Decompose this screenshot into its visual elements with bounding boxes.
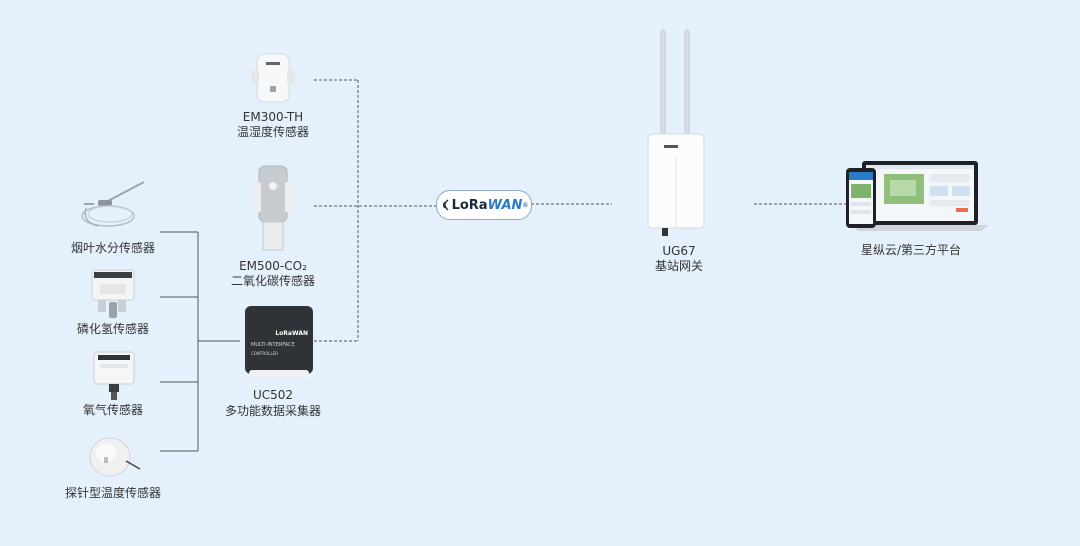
em500-co2-device-icon <box>253 165 293 251</box>
sensor-label-probe-temperature: 探针型温度传感器 <box>64 486 161 500</box>
lorawan-lo-text: LoRa <box>451 197 488 213</box>
uc502-face-controller: CONTROLLER <box>251 351 279 356</box>
device-desc-em500: 二氧化碳传感器 <box>230 274 315 288</box>
uc502-device-icon: LoRaWAN MULTI-INTERFACE CONTROLLER <box>245 306 313 378</box>
device-desc-uc502: 多功能数据采集器 <box>224 404 321 418</box>
em300-th-device-icon <box>251 53 295 103</box>
sensor-label-oxygen: 氧气传感器 <box>82 403 143 417</box>
lorawan-mark: ® <box>522 201 529 209</box>
gas-sensor-box-icon <box>91 269 135 318</box>
platform-label: 星纵云/第三方平台 <box>860 243 962 257</box>
device-model-uc502: UC502 <box>252 388 294 402</box>
probe-cable-sensor-icon <box>81 181 145 227</box>
platform-laptop-phone-icon <box>846 161 988 231</box>
sensor-label-phosphine: 磷化氢传感器 <box>76 322 149 336</box>
device-model-em300: EM300-TH <box>242 110 304 124</box>
lorawan-wan-text: WAN <box>487 197 523 213</box>
lora-wave-icon <box>442 199 449 211</box>
device-desc-em300: 温湿度传感器 <box>236 125 309 139</box>
probe-temperature-sensor-icon <box>89 437 141 477</box>
oxygen-sensor-box-icon <box>93 351 135 400</box>
gateway-model: UG67 <box>662 244 696 258</box>
gateway-desc: 基站网关 <box>654 259 703 273</box>
uc502-face-brand: LoRaWAN <box>275 330 308 337</box>
sensor-label-moisture: 烟叶水分传感器 <box>70 241 155 255</box>
device-model-em500: EM500-CO₂ <box>239 259 307 273</box>
uc502-face-line: MULTI-INTERFACE <box>251 342 295 348</box>
ug67-gateway-icon <box>647 29 705 236</box>
